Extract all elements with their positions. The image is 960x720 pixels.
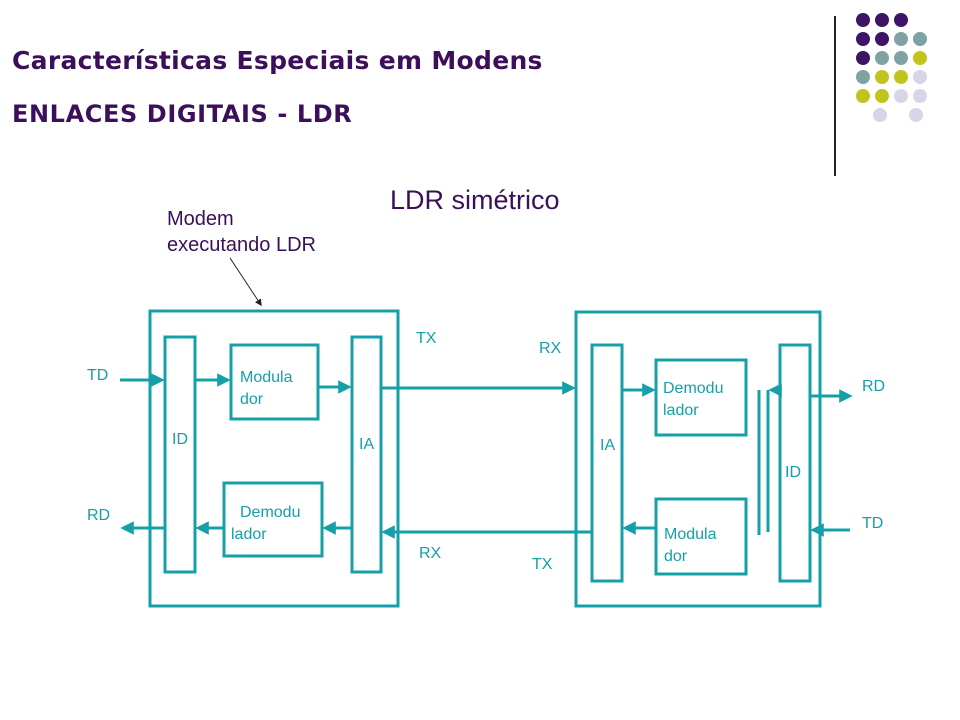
left-rx-label: RX	[419, 545, 442, 562]
decor-dot	[894, 13, 908, 27]
decor-dot	[913, 89, 927, 103]
left-td-label: TD	[87, 367, 109, 384]
right-demodulator-line-1: Demodu	[663, 380, 724, 397]
decor-dot	[875, 13, 889, 27]
left-demodulator-block	[222, 481, 324, 558]
right-demodulator-line-2: lador	[663, 402, 699, 419]
decor-dot	[856, 32, 870, 46]
decor-dot	[913, 70, 927, 84]
right-rx-label: RX	[539, 340, 562, 357]
decor-dot	[909, 108, 923, 122]
left-id-label: ID	[172, 431, 188, 448]
decor-dot	[875, 70, 889, 84]
left-ia-label: IA	[359, 436, 375, 453]
left-modem-box	[148, 309, 400, 608]
right-id-label: ID	[785, 464, 801, 481]
right-td-label: TD	[862, 515, 884, 532]
modem-annotation-line-2: executando LDR	[167, 234, 316, 256]
decor-dot	[856, 89, 870, 103]
decor-dot	[913, 32, 927, 46]
left-ia-block	[350, 335, 383, 574]
decor-dot	[856, 51, 870, 65]
modem-annotation: Modem executando LDR	[167, 206, 316, 258]
left-rd-label: RD	[87, 507, 111, 524]
left-demodulator-label: Demodu lador	[231, 502, 300, 546]
right-modulator-line-1: Modula	[664, 526, 717, 543]
decor-dot	[894, 70, 908, 84]
right-modulator-block	[654, 497, 748, 576]
left-modulator-line-2: dor	[240, 391, 264, 408]
right-demodulator-block	[654, 358, 748, 437]
right-tx-label: TX	[532, 556, 553, 573]
right-demodulator-label: Demodu lador	[663, 378, 723, 422]
right-modulator-label: Modula dor	[664, 524, 716, 568]
decor-dot	[873, 108, 887, 122]
slide-title: Características Especiais em Modens	[12, 46, 543, 75]
right-ia-label: IA	[600, 437, 616, 454]
decor-dot	[875, 51, 889, 65]
modem-annotation-line-1: Modem	[167, 208, 234, 230]
right-modem-box	[574, 310, 822, 608]
left-id-block	[163, 335, 197, 574]
diagram-title: LDR simétrico	[390, 185, 560, 215]
left-modulator-line-1: Modula	[240, 369, 293, 386]
left-modulator-block	[229, 343, 320, 421]
slide-subtitle: ENLACES DIGITAIS - LDR	[12, 100, 353, 128]
annotation-pointer	[229, 257, 262, 307]
right-rd-label: RD	[862, 378, 886, 395]
right-id-block	[778, 343, 812, 583]
right-ia-block	[590, 343, 624, 583]
left-demodulator-line-2: lador	[231, 526, 267, 543]
decor-divider	[834, 16, 836, 176]
left-tx-label: TX	[416, 330, 437, 347]
decor-dot	[875, 89, 889, 103]
left-demodulator-line-1: Demodu	[240, 504, 301, 521]
decor-dot	[894, 89, 908, 103]
left-modulator-label: Modula dor	[240, 367, 292, 411]
decor-dot	[894, 32, 908, 46]
decor-dot	[875, 32, 889, 46]
decor-dot	[894, 51, 908, 65]
decor-dot	[913, 51, 927, 65]
decor-dot	[856, 70, 870, 84]
right-modulator-line-2: dor	[664, 548, 688, 565]
decor-dot	[856, 13, 870, 27]
